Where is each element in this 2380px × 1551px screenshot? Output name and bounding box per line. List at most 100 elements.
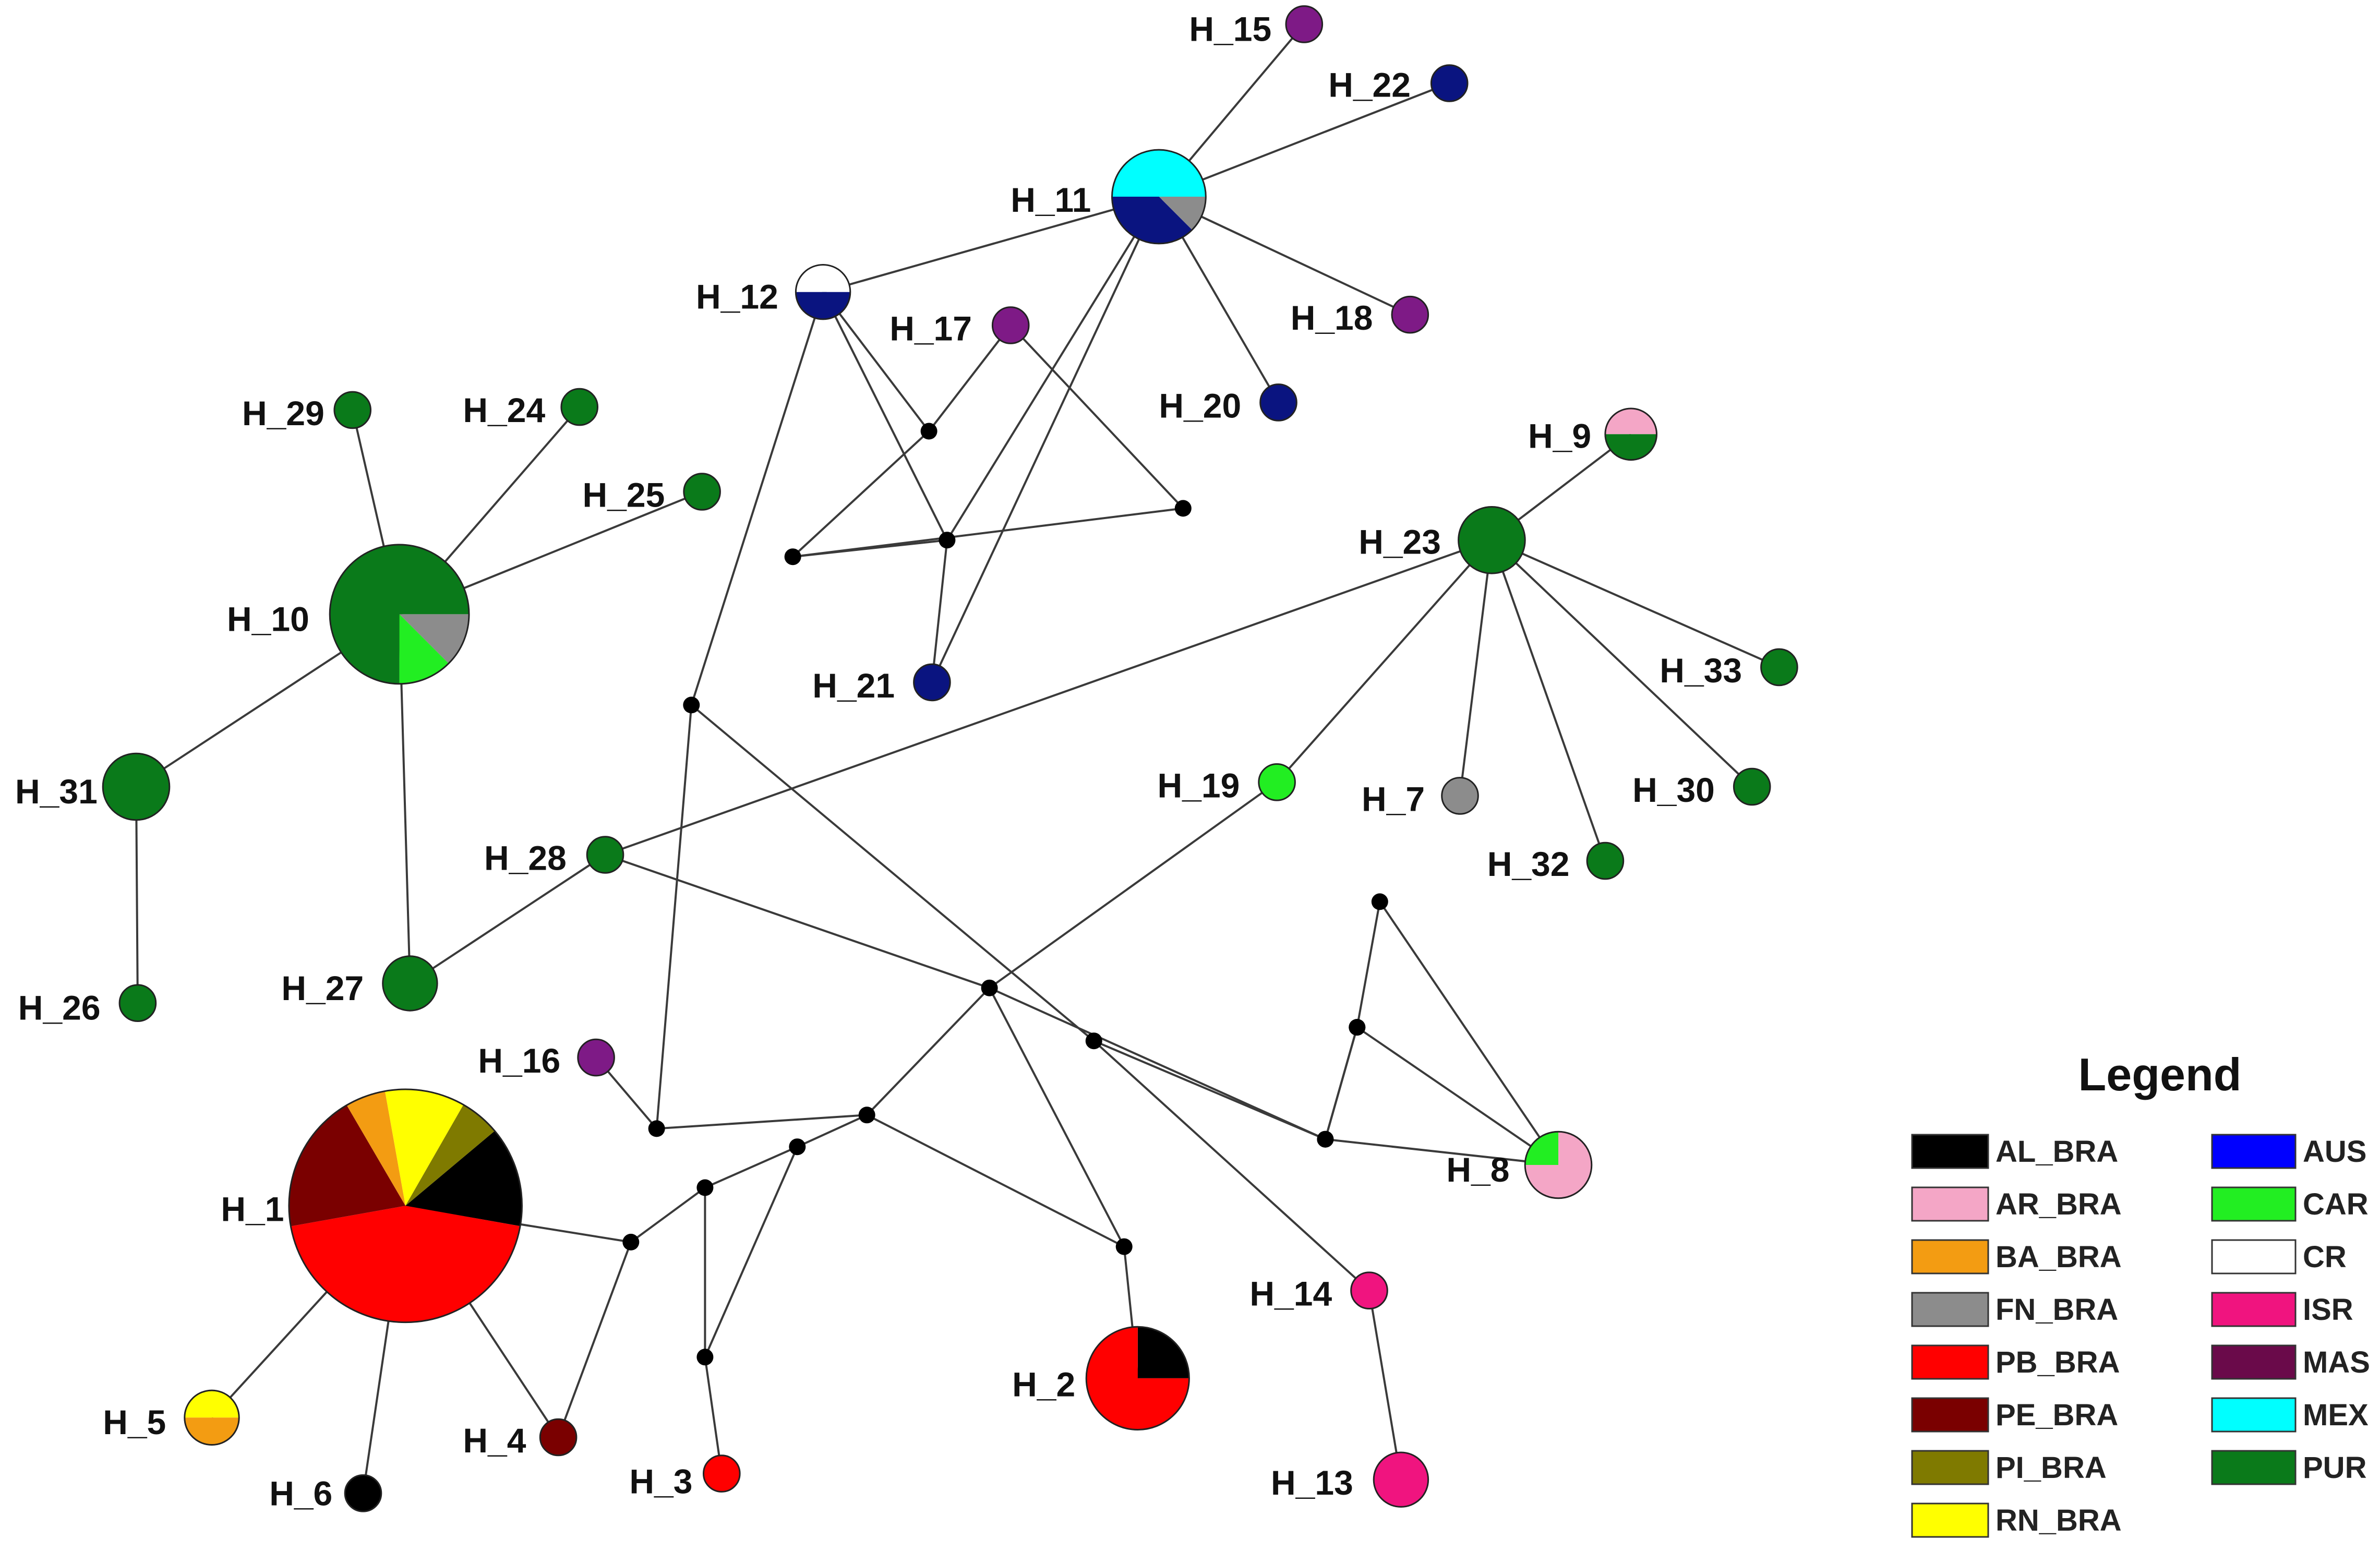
haplotype-node-h13[interactable] [1373, 1451, 1429, 1508]
haplotype-node-h22[interactable] [1430, 64, 1469, 102]
haplotype-node-h8[interactable] [1524, 1131, 1593, 1199]
haplotype-label-h30: H_30 [1632, 771, 1715, 809]
haplotype-node-h16[interactable] [577, 1038, 615, 1077]
haplotype-node-h28[interactable] [586, 836, 624, 874]
edge-m8-m10 [655, 705, 693, 1129]
edge-m3-h3 [704, 1357, 723, 1474]
legend-label: FN_BRA [1996, 1293, 2118, 1327]
haplotype-node-h6[interactable] [344, 1474, 382, 1512]
haplotype-node-h32[interactable] [1586, 841, 1625, 880]
haplotype-node-h2[interactable] [1085, 1326, 1190, 1430]
pie-slice-pi_bra [405, 1104, 495, 1206]
legend-label: ISR [2303, 1293, 2353, 1327]
node-outline [1373, 1451, 1429, 1508]
legend-title: Legend [2078, 1049, 2242, 1100]
haplotype-node-h14[interactable] [1350, 1271, 1388, 1309]
haplotype-node-h9[interactable] [1604, 407, 1657, 461]
median-vector-m11 [1085, 1032, 1102, 1050]
pie-slice-pur [1761, 649, 1798, 686]
edge-m18-m19 [1324, 1027, 1359, 1140]
haplotype-node-h31[interactable] [102, 752, 171, 821]
haplotype-node-h7[interactable] [1441, 777, 1479, 815]
median-vector-m19 [1317, 1131, 1334, 1148]
node-outline [1111, 149, 1207, 245]
legend-swatch [2211, 1397, 2297, 1433]
haplotype-label-h4: H_4 [463, 1421, 526, 1460]
legend-swatch [1911, 1502, 1989, 1538]
median-vector-m1 [622, 1233, 640, 1251]
edge-m5-m6 [866, 987, 991, 1116]
legend-swatch [2211, 1239, 2297, 1275]
haplotype-node-h20[interactable] [1259, 383, 1297, 422]
legend-label: AL_BRA [1996, 1135, 2118, 1169]
median-vector-m14 [784, 548, 801, 566]
node-outline [577, 1038, 615, 1077]
pie-slice-ba_bra [184, 1417, 239, 1445]
haplotype-label-h12: H_12 [696, 278, 778, 316]
pie-slice-h17_purple [992, 307, 1029, 344]
haplotype-node-h19[interactable] [1258, 763, 1296, 801]
haplotype-node-h5[interactable] [184, 1389, 240, 1446]
haplotype-label-h13: H_13 [1271, 1463, 1353, 1502]
haplotype-node-h21[interactable] [913, 663, 951, 702]
haplotype-node-h11[interactable] [1111, 149, 1207, 245]
pie-slice-pur [1587, 843, 1624, 879]
legend-items: AL_BRAAR_BRABA_BRAFN_BRAPB_BRAPE_BRAPI_B… [1911, 1134, 2370, 1538]
node-outline [539, 1418, 578, 1457]
edge-m13-h11 [946, 196, 1160, 541]
edge-m10-m11 [691, 704, 1095, 1042]
haplotype-node-h23[interactable] [1458, 506, 1526, 574]
pie-slice-ba_bra [346, 1091, 406, 1206]
pie-slice-car [399, 614, 449, 684]
median-vector-m5 [858, 1107, 875, 1124]
pie-slice-ar_bra [1605, 408, 1657, 435]
pie-slice-al_bra [345, 1475, 381, 1512]
haplotype-node-h15[interactable] [1285, 5, 1324, 43]
haplotype-node-h27[interactable] [382, 955, 438, 1012]
haplotype-node-h4[interactable] [539, 1418, 578, 1457]
nodes-layer [102, 5, 1798, 1512]
haplotype-node-h18[interactable] [1391, 295, 1429, 334]
edge-m6-h19 [989, 781, 1278, 989]
haplotype-node-h24[interactable] [560, 388, 598, 426]
haplotype-label-h33: H_33 [1660, 651, 1742, 690]
haplotype-node-h1[interactable] [288, 1088, 523, 1324]
node-outline [913, 663, 951, 702]
haplotype-label-h14: H_14 [1249, 1275, 1332, 1313]
pie-slice-pur [1734, 768, 1770, 805]
node-outline [184, 1389, 240, 1446]
edge-m5-m7 [866, 1114, 1125, 1248]
pie-slice-pur [1458, 507, 1525, 574]
legend-swatch [2211, 1450, 2297, 1485]
node-outline [1760, 648, 1798, 687]
legend-entry-mex: MEX [2211, 1397, 2369, 1433]
haplotype-node-h25[interactable] [683, 473, 721, 511]
haplotype-node-h10[interactable] [329, 544, 470, 685]
haplotype-label-h32: H_32 [1487, 845, 1570, 883]
edge-m9-h8 [1325, 1138, 1559, 1166]
node-outline [1391, 295, 1429, 334]
legend-swatch [2211, 1344, 2297, 1380]
pie-slice-navy [1431, 65, 1468, 102]
pie-slice-al_bra [1137, 1327, 1189, 1378]
legend-entry-car: CAR [2211, 1186, 2369, 1222]
haplotype-node-h26[interactable] [118, 984, 157, 1022]
haplotype-label-h6: H_6 [269, 1474, 332, 1513]
node-outline [382, 955, 438, 1012]
haplotype-node-h29[interactable] [333, 391, 372, 429]
haplotype-node-h12[interactable] [795, 264, 851, 320]
pie-slice-pur [103, 753, 170, 820]
legend-entry-cr: CR [2211, 1239, 2347, 1275]
pie-slice-h17_purple [578, 1039, 615, 1076]
node-outline [1441, 777, 1479, 815]
haplotype-node-h17[interactable] [991, 306, 1030, 344]
legend-entry-pb-bra: PB_BRA [1911, 1344, 2120, 1380]
pie-slice-cr [796, 264, 850, 292]
haplotype-node-h3[interactable] [703, 1454, 741, 1493]
haplotype-node-h30[interactable] [1733, 767, 1771, 806]
legend-label: AUS [2303, 1135, 2366, 1169]
legend-entry-ba-bra: BA_BRA [1911, 1239, 2122, 1275]
node-outline [1733, 767, 1771, 806]
haplotype-label-h9: H_9 [1528, 416, 1591, 455]
haplotype-node-h33[interactable] [1760, 648, 1798, 687]
